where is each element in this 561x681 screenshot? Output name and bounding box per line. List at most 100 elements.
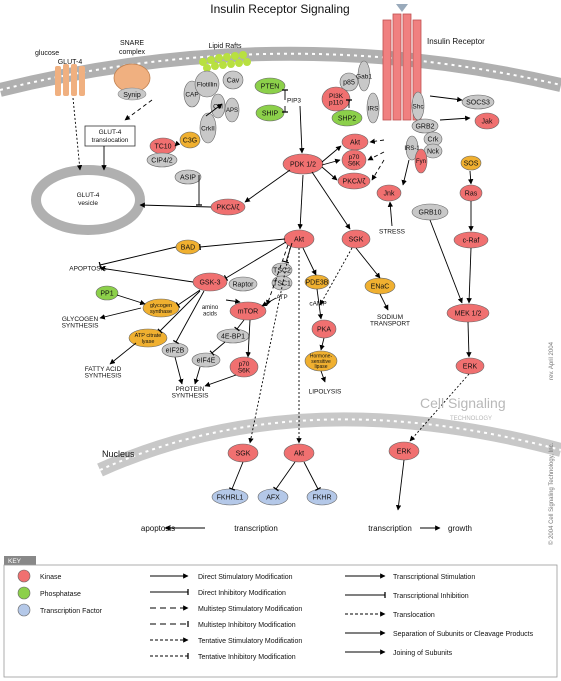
node-crk: Crk xyxy=(423,131,443,147)
edge-10 xyxy=(367,151,385,161)
node-label-flotillin: Flotillin xyxy=(197,81,218,88)
key-tab xyxy=(4,556,36,565)
text-apoptosis-low: apoptosis xyxy=(141,524,175,533)
copyright-text: © 2004 Cell Signaling Technology, Inc. xyxy=(548,442,555,545)
node-flotillin: Flotillin xyxy=(194,70,220,98)
node-label-cav: Cav xyxy=(227,77,240,84)
edge-2 xyxy=(311,171,351,230)
node-label-fkhrl1: FKHRL1 xyxy=(217,494,244,501)
edge-41 xyxy=(99,307,142,320)
node-label-ras: Ras xyxy=(465,190,478,197)
node-label-socs3: SOCS3 xyxy=(466,99,490,106)
node-eif2b: eIF2B xyxy=(161,342,189,358)
insulin-receptor xyxy=(382,4,422,121)
node-fkhrl1: FKHRL1 xyxy=(211,488,249,506)
edge-47 xyxy=(204,374,237,387)
legend-arrow-label-4: Tentative Stimulatory Modification xyxy=(198,638,302,645)
cst-watermark: Cell Signaling TECHNOLOGY xyxy=(420,395,506,422)
node-pde3b: PDE3B xyxy=(304,274,330,290)
edge-12 xyxy=(401,159,410,186)
edge-23 xyxy=(223,241,287,282)
node-gab1: Gab1 xyxy=(356,60,372,92)
lipid-rafts xyxy=(199,51,251,72)
plasma-membrane-inner xyxy=(0,52,561,91)
text-camp: cAMP xyxy=(309,300,326,307)
text-stress: STRESS xyxy=(379,228,406,235)
node-label-fyn: Fyn xyxy=(416,159,426,165)
edge-14 xyxy=(467,170,474,185)
node-label-sgk-nuc: SGK xyxy=(236,450,251,457)
edge-58 xyxy=(124,99,153,121)
legend-arrow-label-3: Multistep Inhibitory Modification xyxy=(198,622,296,629)
node-tsc2: TSC2 xyxy=(271,262,293,278)
node-mtor: mTOR xyxy=(229,301,267,321)
node-label-cip42: CIP4/2 xyxy=(151,157,173,164)
node-label-tsc2: TSC2 xyxy=(273,267,291,274)
edge-9 xyxy=(369,138,385,144)
glucose-label: glucose xyxy=(35,50,59,57)
edge-34 xyxy=(248,247,291,444)
node-enac: ENaC xyxy=(364,277,396,295)
edge-22 xyxy=(199,238,286,251)
edge-32 xyxy=(319,247,353,306)
node-label-akt-top: Akt xyxy=(350,139,360,146)
node-c3g: C3G xyxy=(179,131,201,149)
legend-right-label-3: Separation of Subunits or Cleavage Produ… xyxy=(393,631,534,638)
edge-5 xyxy=(321,166,338,181)
edge-13 xyxy=(387,201,394,227)
page-title: Insulin Receptor Signaling xyxy=(210,2,349,16)
edge-39 xyxy=(98,246,177,269)
edge-27 xyxy=(316,288,324,320)
node-ship: SHIP xyxy=(255,104,285,122)
node-label-mtor: mTOR xyxy=(238,308,258,315)
node-aps: APS xyxy=(224,97,240,123)
node-label-gsk3: GSK-3 xyxy=(199,279,220,286)
node-label-irs1: IRS-1 xyxy=(404,146,420,152)
node-sos: SOS xyxy=(460,155,482,171)
node-cav: Cav xyxy=(222,70,244,90)
node-label-erk-mid: ERK xyxy=(463,363,478,370)
node-akt-nuc: Akt xyxy=(283,443,315,463)
node-label-nck: Nck xyxy=(427,148,440,155)
edge-28 xyxy=(319,337,325,351)
node-asip: ASIP xyxy=(174,169,202,185)
glut4-label: GLUT-4 xyxy=(58,59,83,66)
node-erk-mid: ERK xyxy=(455,357,485,375)
edge-46 xyxy=(193,366,201,385)
text-growth: growth xyxy=(448,524,472,533)
edge-42 xyxy=(109,342,137,365)
node-label-pten: PTEN xyxy=(261,83,280,90)
edge-21 xyxy=(429,95,463,103)
node-label-craf: c-Raf xyxy=(463,237,480,244)
legend-arrow-label-5: Tentative Inhibitory Modification xyxy=(198,654,296,661)
edge-19 xyxy=(409,373,470,442)
text-atp: ATP xyxy=(276,295,287,301)
nuclear-membrane xyxy=(97,412,561,477)
node-label-shc: Shc xyxy=(412,103,424,110)
legend-arrow-label-1: Direct Inhibitory Modification xyxy=(198,590,286,597)
node-label-grb10: GRB10 xyxy=(419,209,442,216)
node-label-eif2b: eIF2B xyxy=(166,347,185,354)
node-pkc-top: PKCλ/ζ xyxy=(337,172,371,190)
node-label-sos: SOS xyxy=(464,160,479,167)
edge-53 xyxy=(303,461,322,492)
node-label-fkhr: FKHR xyxy=(312,494,331,501)
edge-0 xyxy=(297,174,304,230)
node-afx: AFX xyxy=(257,488,289,506)
text-lipolysis: LIPOLYSIS xyxy=(309,388,342,395)
edge-57 xyxy=(174,140,181,147)
node-label-grb2: GRB2 xyxy=(415,123,434,130)
edge-1 xyxy=(244,169,291,203)
legend-swatch-2 xyxy=(17,603,31,617)
node-tsc1: TSC1 xyxy=(271,275,293,291)
key-box xyxy=(3,564,558,678)
